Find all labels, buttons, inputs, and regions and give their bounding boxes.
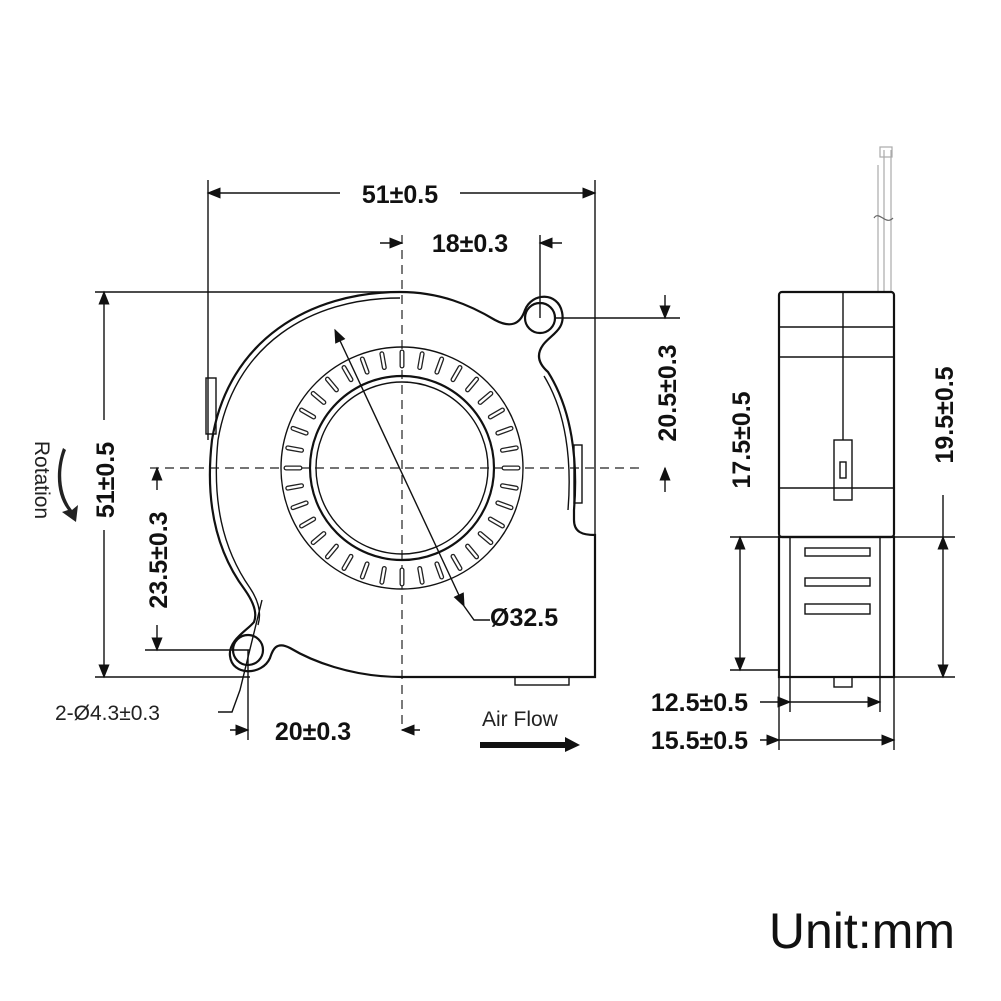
blade-slot-inner [478,532,493,544]
blade-slot-inner [478,392,493,404]
blade-slot-inner [291,427,308,435]
hole-offset-x-label: 18±0.3 [432,230,508,258]
housing-tab-left [205,377,217,435]
blade-slot-inner [489,408,504,419]
rotation-label: Rotation [30,441,53,519]
blade-slot-inner [501,484,518,490]
blade-slot-inner [300,408,315,419]
blade-slot-inner [501,446,518,452]
diameter-dimension-line [334,328,465,608]
impeller-diameter-label: Ø32.5 [490,604,558,632]
outlet-vane [804,577,871,587]
outlet-vane [804,547,871,557]
fan-housing-inner-outline [215,297,570,626]
blade-slot-inner [496,427,513,435]
lower-hole-x-label: 20±0.3 [275,718,351,746]
blade-slot-inner [291,501,308,509]
airflow-label: Air Flow [482,708,559,731]
width-label: 51±0.5 [362,181,438,209]
blade-slot-inner [466,544,478,559]
side-clip-slot [839,461,847,479]
side-clip [833,439,853,501]
outlet-width-label: 12.5±0.5 [651,689,748,717]
blade-slot-inner [489,517,504,528]
body-height-label: 17.5±0.5 [728,391,756,488]
mount-holes-label: 2-Ø4.3±0.3 [55,702,160,725]
blade-slot-inner [311,392,326,404]
blade-slot-inner [286,484,303,490]
lower-hole-y-label: 23.5±0.3 [145,511,173,608]
rotation-arrow-icon [57,448,78,522]
side-outlet [789,536,881,678]
outlet-vane [804,603,871,615]
total-height-label: 19.5±0.5 [931,366,959,463]
side-body-lower [777,535,896,679]
mount-hole-leader [218,599,263,713]
side-tab [833,676,853,688]
blade-slot-inner [496,501,513,509]
airflow-arrow-icon [480,737,580,752]
fan-housing-outline [208,290,597,679]
blade-slot-inner [311,532,326,544]
housing-tab-bottom [514,676,570,686]
side-view: 19.5±0.5 17.5±0.5 12.5±0.5 15.5±0.5 [651,146,959,755]
blade-slot-inner [286,446,303,452]
diameter-leader [463,605,490,621]
height-label: 51±0.5 [92,442,120,518]
total-width-label: 15.5±0.5 [651,727,748,755]
unit-label: Unit:mm [769,903,955,959]
blade-slot-inner [466,377,478,392]
front-view: Ø32.5 51±0.5 18±0.3 20.5±0.3 51±0.5 Rota… [30,180,682,752]
blade-slot-inner [300,517,315,528]
housing-tab-right [573,444,583,504]
lead-wires [873,146,894,292]
hole-offset-y-label: 20.5±0.3 [654,344,682,441]
